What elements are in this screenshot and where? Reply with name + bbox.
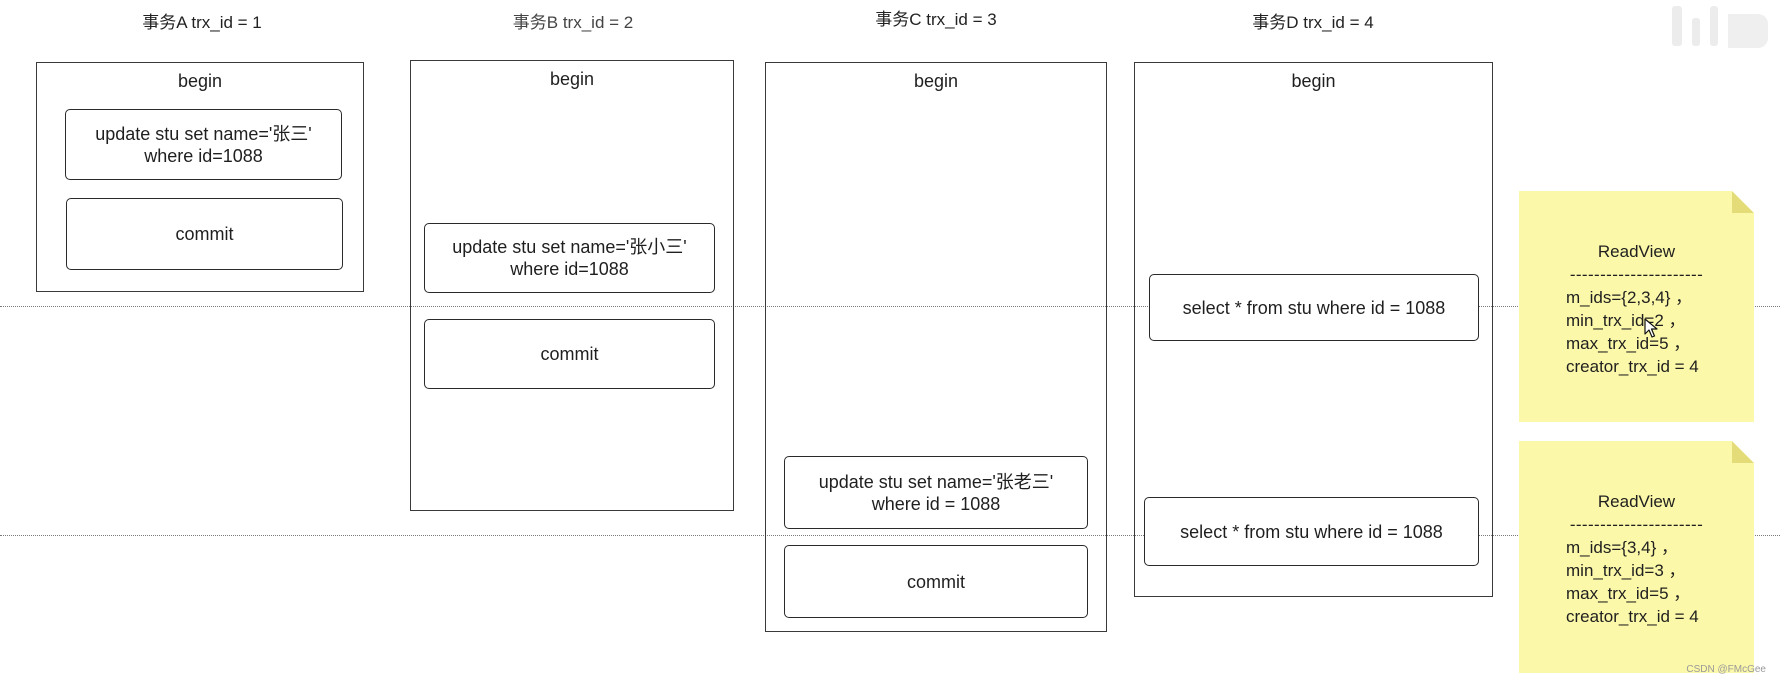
transaction-a-box: begin update stu set name='张三' where id=…: [36, 62, 364, 292]
transaction-c-update-line-2: where id = 1088: [871, 493, 1001, 514]
transaction-c-title: 事务C trx_id = 3: [875, 10, 997, 29]
readview-2-m-ids: m_ids={3,4} ，: [1566, 538, 1678, 557]
note-fold-corner: [1732, 191, 1754, 213]
transaction-c-commit-label: commit: [907, 571, 965, 592]
transaction-a-commit-box: commit: [66, 198, 343, 270]
source-credit: CSDN @FMcGee: [1686, 664, 1766, 675]
transaction-d-select-1-label: select * from stu where id = 1088: [1182, 297, 1446, 318]
transaction-a-update-line-2: where id=1088: [144, 145, 263, 166]
readview-1-creator-trx-id: creator_trx_id = 4: [1566, 357, 1699, 376]
transaction-c-box: begin update stu set name='张老三' where id…: [765, 62, 1107, 632]
transaction-d-select-2-label: select * from stu where id = 1088: [1180, 521, 1443, 542]
transaction-d-select-box-2: select * from stu where id = 1088: [1144, 497, 1479, 566]
readview-note-2: ReadView ---------------------- m_ids={3…: [1519, 441, 1754, 673]
transaction-b-commit-box: commit: [424, 319, 715, 389]
readview-1-separator: ----------------------: [1569, 265, 1704, 284]
time-separator-line-2: [0, 535, 1780, 536]
transaction-a-commit-label: commit: [175, 224, 234, 244]
readview-1-title: ReadView: [1597, 242, 1676, 261]
transaction-c-update-line-1: update stu set name='张老三': [818, 471, 1054, 492]
note-fold-corner: [1732, 441, 1754, 463]
readview-2-min-trx-id: min_trx_id=3 ，: [1566, 561, 1686, 580]
transaction-a-title: 事务A trx_id = 1: [142, 13, 262, 32]
transaction-d-begin: begin: [1291, 71, 1336, 91]
transaction-c-update-box: update stu set name='张老三' where id = 108…: [784, 456, 1088, 529]
transaction-b-update-line-1: update stu set name='张小三': [452, 237, 687, 257]
transaction-b-box: begin update stu set name='张小三' where id…: [410, 60, 734, 511]
readview-note-1: ReadView ---------------------- m_ids={2…: [1519, 191, 1754, 422]
transaction-a-update-box: update stu set name='张三' where id=1088: [65, 109, 342, 180]
bilibili-watermark-logo: [1672, 6, 1768, 48]
transaction-d-select-box-1: select * from stu where id = 1088: [1149, 274, 1479, 341]
transaction-c-begin: begin: [913, 71, 959, 91]
readview-2-creator-trx-id: creator_trx_id = 4: [1566, 607, 1699, 626]
time-separator-line-1: [0, 306, 1780, 307]
readview-1-max-trx-id: max_trx_id=5 ，: [1566, 334, 1691, 353]
transaction-a-begin: begin: [177, 71, 223, 91]
transaction-b-title: 事务B trx_id = 2: [512, 13, 634, 32]
transaction-d-title: 事务D trx_id = 4: [1252, 13, 1374, 32]
mouse-cursor-icon: [1644, 318, 1658, 338]
transaction-c-commit-box: commit: [784, 545, 1088, 618]
transaction-b-update-box: update stu set name='张小三' where id=1088: [424, 223, 715, 293]
readview-2-separator: ----------------------: [1569, 515, 1704, 534]
transaction-b-begin: begin: [549, 69, 595, 89]
readview-1-min-trx-id: min_trx_id=2 ，: [1566, 311, 1686, 330]
readview-2-max-trx-id: max_trx_id=5 ，: [1566, 584, 1691, 603]
transaction-d-box: begin select * from stu where id = 1088 …: [1134, 62, 1493, 597]
transaction-a-update-line-1: update stu set name='张三': [95, 123, 312, 144]
readview-2-title: ReadView: [1597, 492, 1676, 511]
transaction-b-update-line-2: where id=1088: [510, 259, 629, 279]
readview-1-m-ids: m_ids={2,3,4} ，: [1566, 288, 1693, 307]
transaction-b-commit-label: commit: [540, 344, 599, 364]
